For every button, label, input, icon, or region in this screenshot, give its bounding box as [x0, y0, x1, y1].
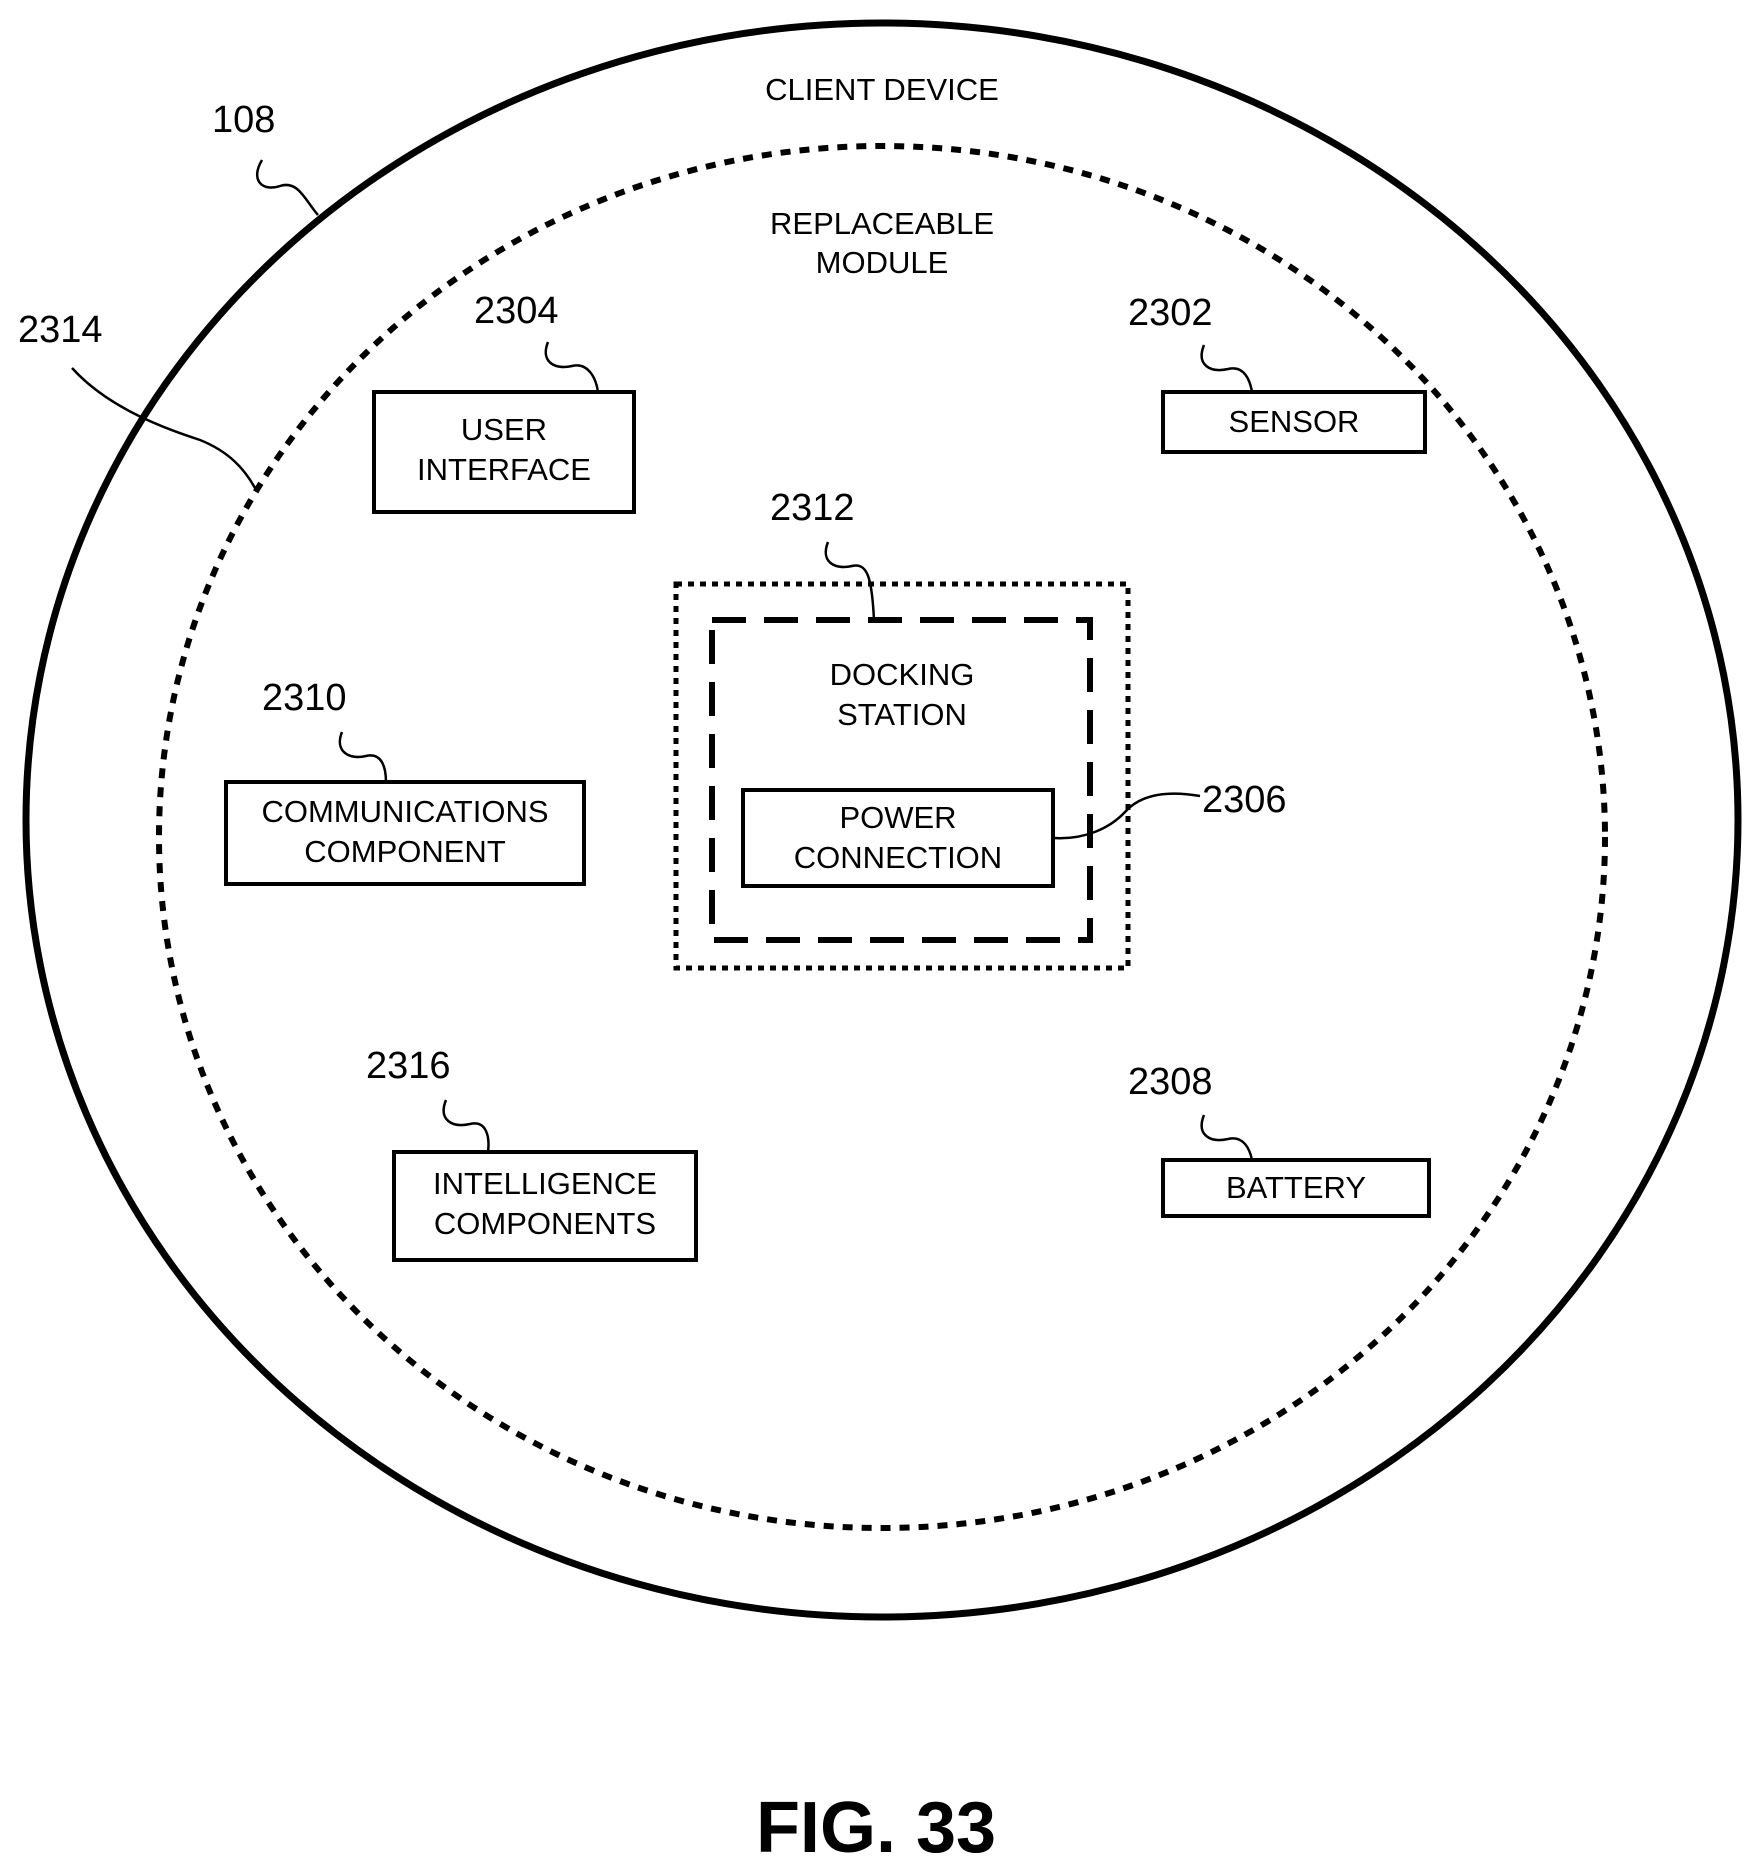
power-connection-label-line1: POWER [839, 800, 956, 835]
leader-108 [257, 160, 318, 215]
replaceable-module-label-line1: REPLACEABLE [770, 206, 994, 241]
figure-caption: FIG. 33 [756, 1788, 996, 1868]
communications-component-label-line2: COMPONENT [304, 834, 506, 869]
ref-2316: 2316 [366, 1045, 451, 1087]
docking-station-label-line2: STATION [837, 697, 967, 732]
leader-2302 [1202, 345, 1252, 392]
user-interface-label-line1: USER [461, 412, 547, 447]
ref-2308: 2308 [1128, 1061, 1213, 1103]
power-connection-label-line2: CONNECTION [794, 840, 1002, 875]
leader-2312 [826, 542, 874, 620]
ref-108: 108 [212, 99, 275, 141]
replaceable-module-label-line2: MODULE [816, 245, 949, 280]
docking-station-outer-boundary [676, 584, 1128, 968]
ref-2314: 2314 [18, 309, 103, 351]
docking-station-label-line1: DOCKING [830, 657, 975, 692]
battery-label: BATTERY [1226, 1170, 1366, 1205]
leader-2304 [546, 342, 598, 392]
leader-2316 [444, 1100, 489, 1152]
intelligence-components-label-line2: COMPONENTS [434, 1206, 656, 1241]
leader-2308 [1202, 1115, 1252, 1160]
ref-2304: 2304 [474, 290, 559, 332]
ref-2306: 2306 [1202, 779, 1287, 821]
client-device-label: CLIENT DEVICE [765, 72, 999, 107]
ref-2302: 2302 [1128, 292, 1213, 334]
communications-component-label-line1: COMMUNICATIONS [261, 794, 548, 829]
ref-2312: 2312 [770, 487, 855, 529]
leader-2310 [340, 732, 386, 782]
ref-2310: 2310 [262, 677, 347, 719]
intelligence-components-label-line1: INTELLIGENCE [433, 1166, 657, 1201]
sensor-label: SENSOR [1229, 404, 1360, 439]
user-interface-label-line2: INTERFACE [417, 452, 591, 487]
